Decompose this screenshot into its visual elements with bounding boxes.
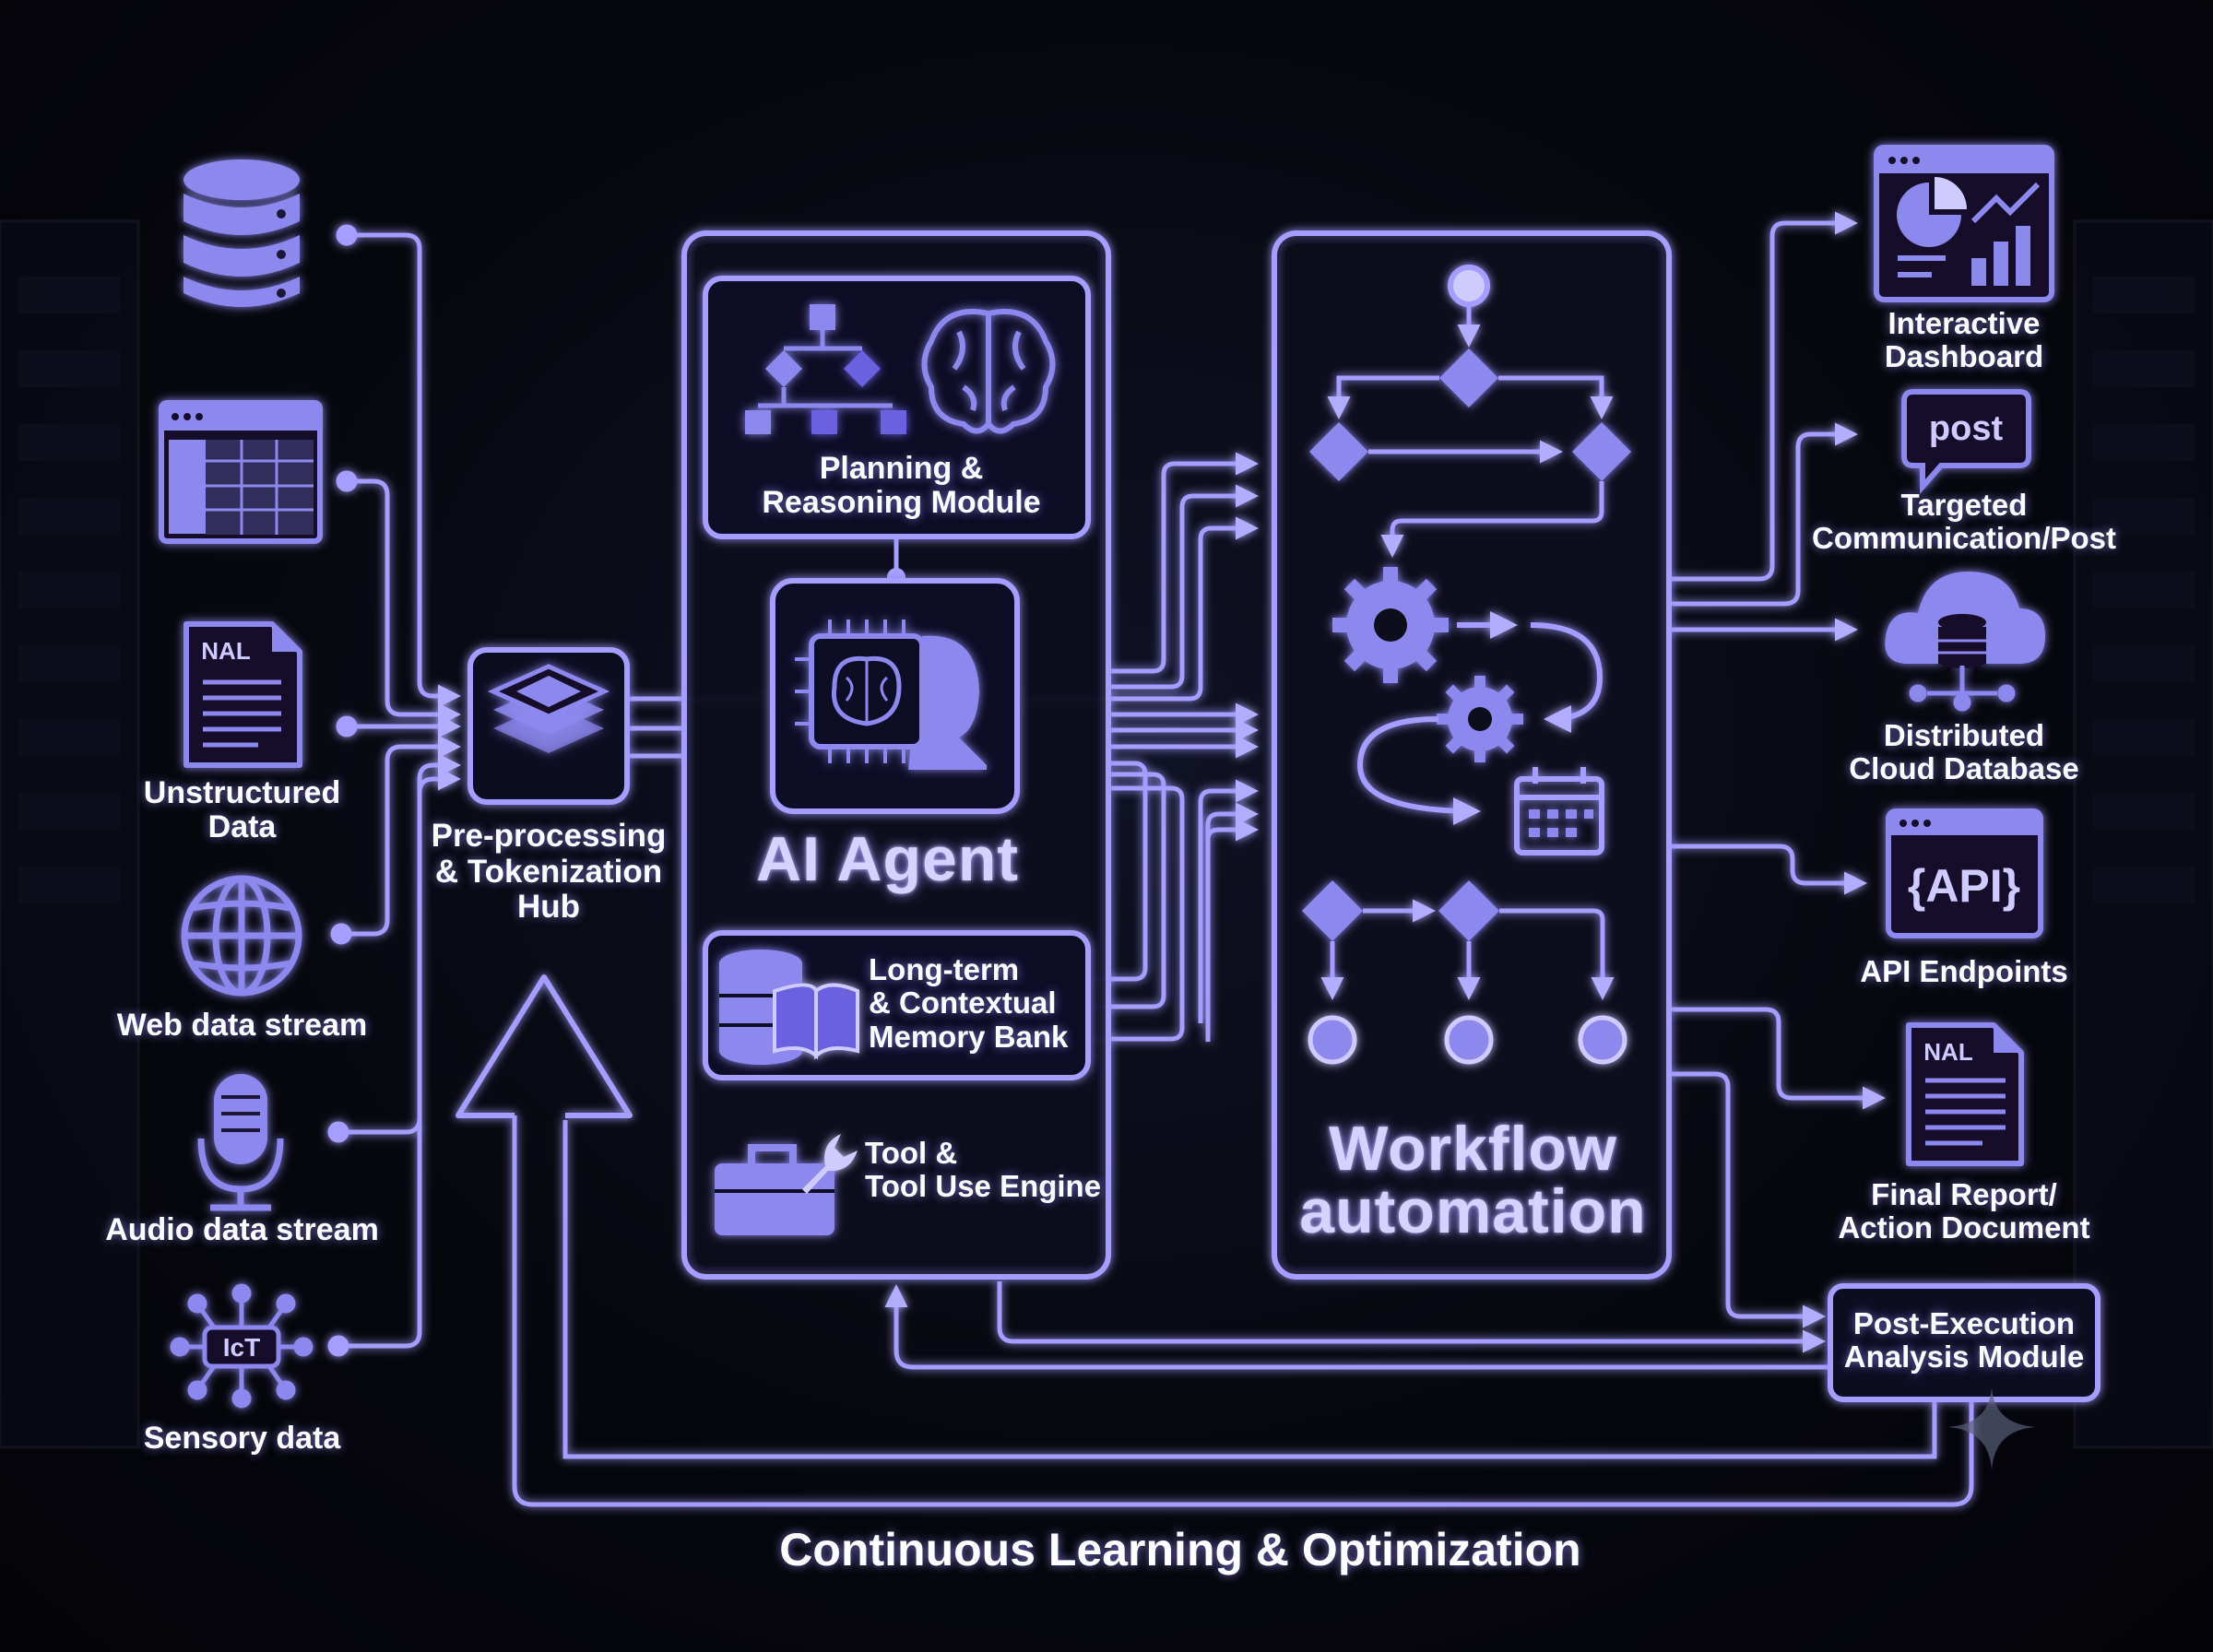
document-icon: NAL: [183, 621, 302, 768]
api-text: {API}: [1908, 860, 2020, 912]
decision-flow-icon: [1302, 880, 1627, 1065]
continuous-learning-label: Continuous Learning & Optimization: [779, 1524, 1581, 1575]
api-endpoints-label: API Endpoints: [1860, 954, 2068, 988]
iot-icon: IcT: [170, 1283, 314, 1409]
bubble-text: post: [1929, 409, 2004, 448]
iot-text: IcT: [223, 1333, 260, 1362]
audio-data-label: Audio data stream: [105, 1212, 379, 1247]
hierarchy-icon: [745, 304, 906, 434]
workflow-title: Workflow automation: [1299, 1114, 1647, 1246]
gears-calendar-icon: [1332, 567, 1604, 856]
dashboard-label: Interactive Dashboard: [1884, 306, 2044, 374]
final-report-label: Final Report/ Action Document: [1838, 1177, 2090, 1245]
planning-module-label: Planning & Reasoning Module: [762, 451, 1041, 521]
analysis-module-label: Post-Execution Analysis Module: [1843, 1306, 2085, 1375]
api-window-icon: {API}: [1886, 808, 2043, 938]
flowchart-icon: [1309, 265, 1631, 558]
analysis-module-box: [1828, 1283, 2101, 1402]
feedback-connectors: [512, 1115, 1974, 1507]
memory-bank-label: Long-term & Contextual Memory Bank: [869, 952, 1069, 1054]
sparkle-icon: [1947, 1387, 2036, 1470]
spreadsheet-icon: [159, 400, 323, 544]
sensory-data-label: Sensory data: [143, 1421, 341, 1456]
toolbox-icon: [715, 1134, 858, 1235]
report-document-icon: NAL: [1906, 1022, 2024, 1166]
ai-agent-title: AI Agent: [755, 824, 1019, 894]
cloud-database-label: Distributed Cloud Database: [1849, 718, 2079, 786]
brain-icon: [921, 309, 1056, 434]
preprocessing-hub-label: Pre-processing & Tokenization Hub: [431, 818, 667, 925]
input-connectors: [327, 224, 461, 1357]
web-data-label: Web data stream: [116, 1008, 368, 1043]
microphone-icon: [197, 1074, 284, 1211]
communication-post-label: Targeted Communication/Post: [1811, 488, 2117, 556]
layers-chip-icon: [487, 664, 610, 753]
workflow-to-output-connectors: [1669, 211, 1886, 1328]
unstructured-data-label: Unstructured Data: [143, 775, 341, 845]
database-icon: [183, 159, 300, 307]
upward-feedback-arrow: [456, 974, 633, 1118]
dashboard-icon: [1874, 145, 2054, 302]
document-tag: NAL: [201, 637, 251, 665]
report-tag: NAL: [1923, 1038, 1973, 1066]
speech-bubble-icon: post: [1901, 389, 2031, 495]
memory-book-icon: [719, 950, 859, 1065]
server-rack-left: [0, 219, 140, 1449]
ai-chip-head-icon: [795, 620, 987, 770]
globe-icon: [181, 875, 302, 997]
server-rack-right: [2073, 219, 2213, 1449]
tool-engine-label: Tool & Tool Use Engine: [865, 1136, 1102, 1204]
cloud-database-icon: [1885, 572, 2045, 712]
workflow-panel: [1272, 230, 1672, 1280]
